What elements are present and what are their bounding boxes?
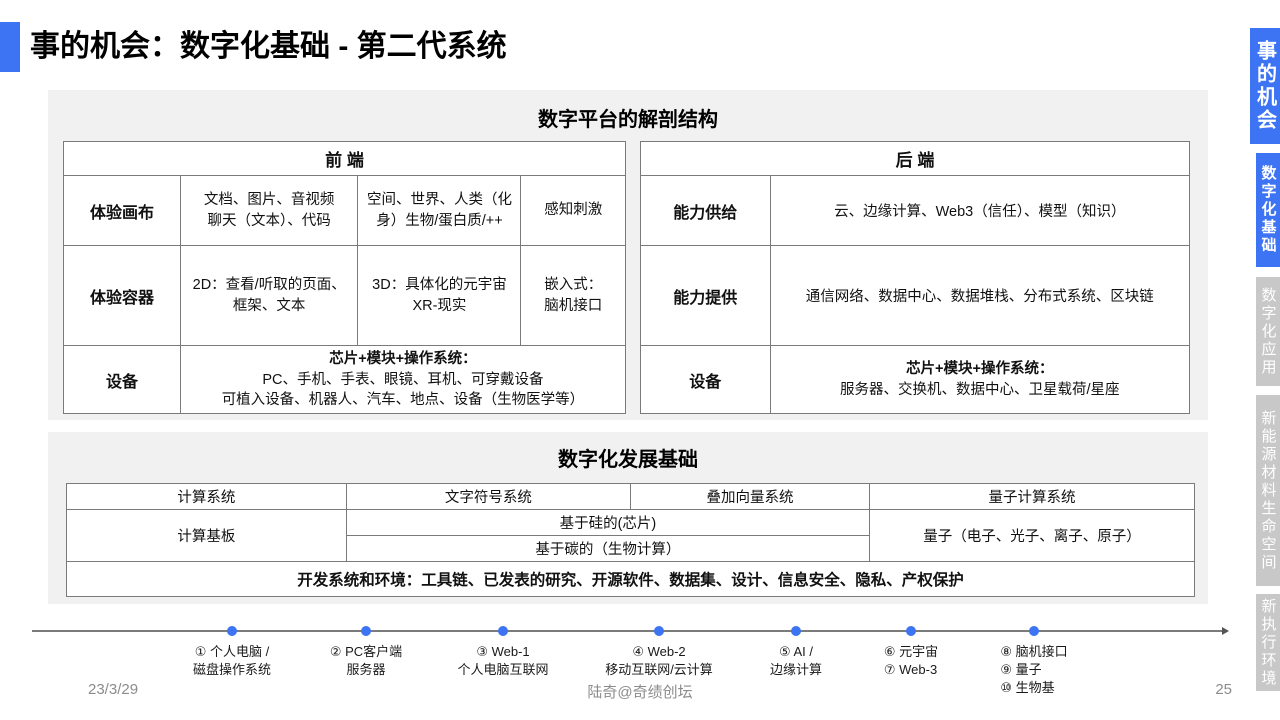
timeline-dot: [906, 626, 916, 636]
table-cell: 芯片+模块+操作系统： 服务器、交换机、数据中心、卫星载荷/星座: [769, 345, 1191, 414]
table-row: 能力供给 云、边缘计算、Web3（信任）、模型（知识）: [640, 175, 1191, 246]
table-cell: 芯片+模块+操作系统： PC、手机、手表、眼镜、耳机、可穿戴设备 可植入设备、机…: [179, 345, 627, 414]
timeline-dot: [361, 626, 371, 636]
cell-bold-line: 芯片+模块+操作系统：: [329, 350, 477, 367]
sidebar-tab-digital-foundation[interactable]: 数字化基础: [1256, 153, 1280, 267]
row-label: 设备: [640, 345, 771, 414]
cell-bold-line: 芯片+模块+操作系统：: [906, 360, 1054, 377]
table-row: 基于碳的（生物计算）: [67, 535, 1195, 562]
table-row: 设备 芯片+模块+操作系统： PC、手机、手表、眼镜、耳机、可穿戴设备 可植入设…: [63, 345, 627, 414]
table-cell: 空间、世界、人类（化 身）生物/蛋白质/++: [357, 175, 522, 246]
cell-body: 服务器、交换机、数据中心、卫星载荷/星座: [840, 381, 1120, 398]
foundation-panel: 数字化发展基础 计算系统 文字符号系统 叠加向量系统 量子计算系统 计算基板 基…: [48, 432, 1208, 604]
front-end-header: 前 端: [63, 141, 626, 176]
table-row: 设备 芯片+模块+操作系统： 服务器、交换机、数据中心、卫星载荷/星座: [640, 345, 1191, 414]
timeline-milestone-label: ⑤ AI / 边缘计算: [769, 644, 823, 678]
table-cell: 嵌入式： 脑机接口: [520, 245, 626, 346]
table-cell: 基于硅的(芯片): [345, 509, 871, 536]
table-cell: 叠加向量系统: [629, 483, 871, 510]
sidebar-tab-new-energy-materials[interactable]: 新能源材料生命空间: [1256, 395, 1280, 586]
table-cell: 量子（电子、光子、离子、原子）: [869, 509, 1195, 562]
timeline-milestone-label: ③ Web-1 个人电脑互联网: [457, 644, 549, 678]
table-row: 体验画布 文档、图片、音视频 聊天（文本）、代码 空间、世界、人类（化 身）生物…: [63, 175, 626, 246]
timeline-milestone-label: ④ Web-2 移动互联网/云计算: [605, 644, 713, 678]
back-end-header: 后 端: [640, 141, 1190, 176]
table-cell: 文字符号系统: [345, 483, 631, 510]
table-cell: 开发系统和环境：工具链、已发表的研究、开源软件、数据集、设计、信息安全、隐私、产…: [66, 561, 1195, 597]
timeline-dot: [791, 626, 801, 636]
timeline-milestone-label: ⑥ 元宇宙 ⑦ Web-3: [883, 644, 939, 678]
footer-author: 陆奇@奇绩创坛: [587, 684, 693, 701]
anatomy-title: 数字平台的解剖结构: [538, 109, 718, 131]
footer-date: 23/3/29: [88, 681, 139, 698]
row-label: 体验画布: [63, 175, 181, 246]
table-cell: 通信网络、数据中心、数据堆栈、分布式系统、区块链: [769, 245, 1191, 346]
timeline-dot: [654, 626, 664, 636]
timeline-dot: [498, 626, 508, 636]
table-cell: 云、边缘计算、Web3（信任）、模型（知识）: [769, 175, 1191, 246]
table-cell: 基于碳的（生物计算）: [345, 535, 871, 562]
cell-body: PC、手机、手表、眼镜、耳机、可穿戴设备 可植入设备、机器人、汽车、地点、设备（…: [221, 371, 585, 408]
table-cell: 计算基板: [66, 509, 347, 562]
table-row: 计算系统 文字符号系统 叠加向量系统 量子计算系统: [66, 483, 1195, 510]
footer-page-number: 25: [1215, 681, 1232, 698]
timeline-line: [32, 630, 1224, 632]
row-label: 体验容器: [63, 245, 181, 346]
title-accent-bar: [0, 22, 20, 72]
table-row: 开发系统和环境：工具链、已发表的研究、开源软件、数据集、设计、信息安全、隐私、产…: [66, 561, 1195, 597]
table-cell: 量子计算系统: [869, 483, 1195, 510]
back-end-table: 后 端 能力供给 云、边缘计算、Web3（信任）、模型（知识） 能力提供 通信网…: [640, 141, 1191, 414]
timeline-arrow-icon: [1222, 627, 1229, 635]
foundation-table: 计算系统 文字符号系统 叠加向量系统 量子计算系统 计算基板 基于硅的(芯片) …: [66, 483, 1195, 597]
sidebar-tab-digital-application[interactable]: 数字化应用: [1256, 277, 1280, 386]
table-cell: 文档、图片、音视频 聊天（文本）、代码: [179, 175, 359, 246]
timeline-milestone-label: ② PC客户端 服务器: [329, 644, 403, 678]
row-label: 能力供给: [640, 175, 771, 246]
front-end-table: 前 端 体验画布 文档、图片、音视频 聊天（文本）、代码 空间、世界、人类（化 …: [63, 141, 627, 414]
sidebar-tab-opportunity[interactable]: 事的机会: [1250, 28, 1280, 144]
foundation-title: 数字化发展基础: [558, 449, 698, 471]
timeline-dot: [227, 626, 237, 636]
timeline-milestone-label: ① 个人电脑 / 磁盘操作系统: [192, 644, 272, 678]
table-row: 能力提供 通信网络、数据中心、数据堆栈、分布式系统、区块链: [640, 245, 1191, 346]
table-cell: 2D：查看/听取的页面、 框架、文本: [179, 245, 359, 346]
table-cell: 感知刺激: [520, 175, 626, 246]
timeline-dot: [1029, 626, 1039, 636]
page-title: 事的机会：数字化基础 - 第二代系统: [30, 30, 507, 63]
timeline-milestone-label: ⑧ 脑机接口 ⑨ 量子 ⑩ 生物基: [1000, 644, 1068, 696]
table-cell: 3D：具体化的元宇宙 XR-现实: [357, 245, 522, 346]
row-label: 能力提供: [640, 245, 771, 346]
table-cell: 计算系统: [66, 483, 347, 510]
table-row: 体验容器 2D：查看/听取的页面、 框架、文本 3D：具体化的元宇宙 XR-现实…: [63, 245, 626, 346]
sidebar-tab-new-execution-env[interactable]: 新执行环境: [1256, 594, 1280, 691]
anatomy-panel: 数字平台的解剖结构 前 端 体验画布 文档、图片、音视频 聊天（文本）、代码 空…: [48, 90, 1208, 420]
row-label: 设备: [63, 345, 181, 414]
table-row: 计算基板 基于硅的(芯片) 量子（电子、光子、离子、原子）: [66, 509, 1195, 562]
